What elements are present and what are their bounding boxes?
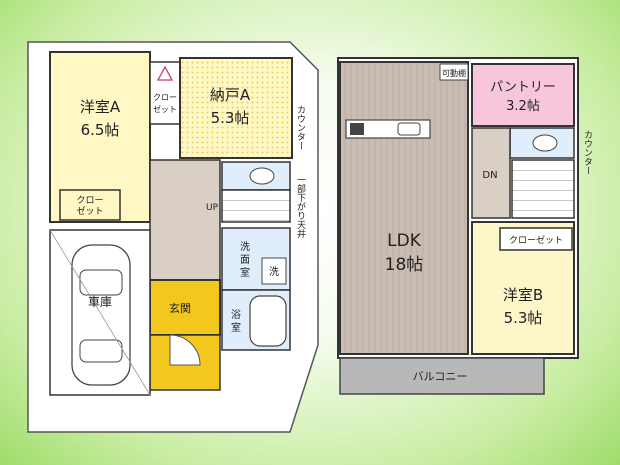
- counter-label-floor2: カウンター: [582, 130, 593, 175]
- room-b-name: 洋室B: [503, 286, 543, 304]
- room-b-size: 5.3帖: [504, 309, 543, 327]
- stair-up-label: UP: [206, 203, 219, 213]
- washer-label: 洗: [269, 266, 279, 278]
- room-a-size: 6.5帖: [81, 121, 120, 139]
- balcony: [339, 357, 545, 395]
- entrance: [149, 279, 221, 336]
- car-icon: [71, 244, 131, 386]
- hall-floor2: [471, 127, 511, 219]
- stair-down-label: DN: [482, 170, 497, 181]
- washer-area: [261, 257, 287, 285]
- closet-floor2-label: クローゼット: [509, 234, 563, 246]
- hanger-icon: [156, 65, 174, 81]
- pantry-name: パントリー: [490, 80, 556, 95]
- kitchen-counter: [345, 119, 431, 139]
- garage-diagonal: [49, 229, 151, 396]
- bath-label-2: 室: [231, 321, 241, 334]
- floor1-plan: 洋室A 6.5帖 クロー ゼット クロー ゼット 納戸A 5.3帖 UP 洗 面…: [27, 41, 319, 433]
- stove-icon: [350, 123, 364, 135]
- entrance-door: [169, 334, 201, 366]
- partial-ceiling-label: 一部下がり天井: [295, 175, 306, 239]
- closet-small-label-2: ゼット: [153, 104, 177, 114]
- bath-label-1: 浴: [231, 309, 241, 321]
- stairs-floor2: [511, 159, 575, 219]
- ldk-name: LDK: [387, 231, 422, 251]
- closet-small: [149, 61, 181, 125]
- entrance-label: 玄関: [169, 301, 191, 315]
- closet-a-label-2: ゼット: [76, 205, 103, 217]
- closet-a-label-1: クロー: [76, 195, 103, 206]
- nando-a-name: 納戸A: [210, 86, 251, 104]
- stairs-floor1: [221, 189, 291, 223]
- toilet-icon: [249, 167, 275, 185]
- movable-shelf-label: 可動棚: [442, 68, 466, 78]
- ldk: [339, 61, 469, 355]
- nando-a-size: 5.3帖: [211, 109, 250, 127]
- hall: [149, 159, 221, 281]
- toilet2-icon: [532, 134, 558, 152]
- washroom-label-3: 室: [240, 266, 250, 279]
- washroom-label-2: 面: [240, 255, 250, 266]
- pantry: [471, 63, 575, 127]
- pantry-size: 3.2帖: [506, 99, 540, 114]
- nando-a: [179, 57, 293, 159]
- sink-icon: [397, 122, 421, 136]
- ldk-size: 18帖: [385, 255, 424, 275]
- balcony-label: バルコニー: [413, 370, 468, 383]
- closet-small-label-1: クロー: [153, 93, 177, 102]
- garage-label: 車庫: [88, 295, 112, 309]
- movable-shelf: [439, 63, 469, 81]
- counter-label-floor1: カウンター: [295, 105, 306, 150]
- floor2-plan: 可動棚 パントリー 3.2帖 DN LDK 18帖 クローゼット 洋室B 5.3…: [337, 57, 593, 395]
- washroom-label-1: 洗: [240, 241, 250, 253]
- closet-floor2-box: [499, 227, 573, 251]
- room-a-name: 洋室A: [80, 98, 121, 116]
- closet-a: [59, 189, 121, 221]
- bathtub-icon: [249, 295, 287, 347]
